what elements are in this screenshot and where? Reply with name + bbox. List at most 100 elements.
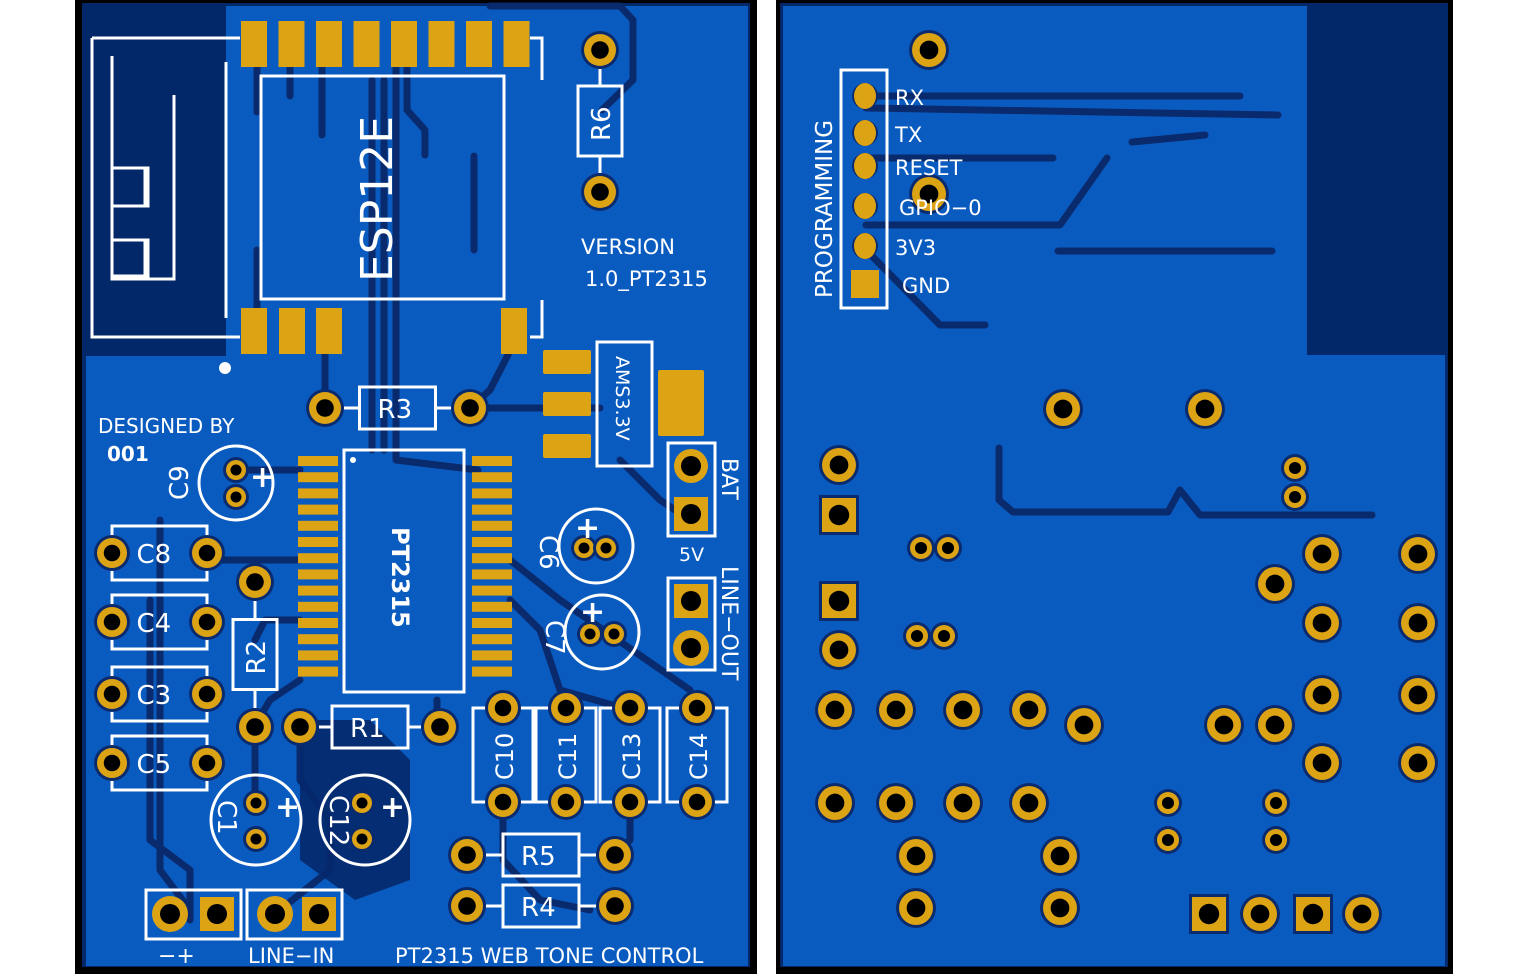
bottom-pad [815, 690, 855, 730]
bottom-pad-small [1154, 826, 1182, 854]
ic-pin [298, 456, 338, 466]
resistor-label: R1 [350, 714, 385, 744]
ic-pin1-dot [350, 457, 356, 463]
programming-label: PROGRAMMING [812, 120, 838, 298]
capacitor-label: C14 [685, 733, 713, 780]
capacitor-pad [485, 690, 521, 726]
capacitor-pad [189, 604, 225, 640]
ic-label: PT2315 [386, 527, 414, 628]
line-out-outline [666, 576, 717, 672]
bottom-pad [1204, 705, 1244, 745]
power-outline [144, 888, 243, 941]
programming-pin-rx: RX [852, 83, 924, 110]
ic-outline [342, 448, 466, 694]
bottom-pad [943, 690, 983, 730]
esp-pad [503, 21, 530, 67]
ic-pin [472, 504, 512, 515]
electrolytic-capacitor-c9: C9+ [165, 444, 275, 522]
capacitor-label: C6 [533, 535, 563, 570]
esp-pad [279, 308, 305, 354]
programming-pin-gpio0: GPIO−0 [852, 193, 982, 220]
resistor-label: R4 [521, 893, 556, 923]
esp-pad [241, 21, 267, 67]
ic-pin [298, 666, 338, 677]
bottom-pad [1240, 894, 1280, 934]
bottom-pad [1255, 705, 1295, 745]
polarity-plus: + [575, 511, 600, 546]
capacitor-pad [679, 784, 715, 820]
capacitor-label: C10 [491, 733, 519, 780]
version-label: VERSION [581, 235, 675, 259]
resistor-r5: R5 [448, 832, 634, 878]
version-number: 1.0_PT2315 [585, 267, 708, 292]
ic-pin [472, 569, 512, 580]
capacitor-c10: C10 [471, 690, 535, 820]
bottom-square-pad [1293, 894, 1333, 934]
ic-pin [472, 585, 512, 596]
resistor-label: R6 [587, 106, 617, 141]
resistor-label: R5 [521, 842, 556, 872]
programming-pin-label: RESET [895, 156, 962, 180]
ic-pin [298, 488, 338, 499]
bottom-pad-small [907, 534, 935, 562]
bottom-square-pad [819, 581, 859, 621]
bottom-pad-small [1262, 789, 1290, 817]
resistor-pad [306, 389, 344, 427]
capacitor-label: C1 [211, 800, 241, 835]
capacitor-pad [223, 484, 249, 510]
esp-pad [241, 308, 267, 354]
resistor-r2: R2 [231, 563, 279, 746]
esp-pad [501, 308, 527, 354]
bottom-pad [1302, 743, 1342, 783]
polarity-plus: + [250, 460, 275, 495]
power-connector: −+ [144, 888, 243, 969]
capacitor-label: C13 [618, 733, 646, 780]
ic-pin [472, 472, 512, 483]
capacitor-label: C3 [137, 681, 172, 711]
bottom-pad [1302, 534, 1342, 574]
bottom-pad [1040, 836, 1080, 876]
esp-pad [466, 21, 492, 67]
capacitor-pad [349, 790, 375, 816]
regulator-pad [543, 350, 591, 374]
bottom-pad [1398, 743, 1438, 783]
resistor-pad [421, 708, 459, 746]
capacitor-pad [94, 535, 130, 571]
capacitor-c5: C5 [94, 734, 225, 792]
bat-label: BAT [716, 458, 741, 500]
bottom-pad-small [934, 534, 962, 562]
ic-pin [298, 537, 338, 547]
capacitor-pad [94, 676, 130, 712]
bottom-pad-small [1281, 454, 1309, 482]
resistor-label: R2 [242, 640, 272, 675]
resistor-pad [281, 708, 319, 746]
esp12e-module: ESP12E [241, 21, 544, 354]
resistor-pad [448, 887, 486, 925]
ic-pin [298, 650, 338, 661]
esp-pad [278, 21, 305, 67]
resistor-pad [236, 563, 274, 601]
bottom-pad [1043, 389, 1083, 429]
esp-pad [428, 21, 455, 67]
ic-pin [472, 634, 512, 645]
electrolytic-capacitor-c12: C12+ [318, 773, 412, 867]
electrolytic-capacitor-c7: C7+ [539, 593, 641, 671]
capacitor-label: C12 [323, 795, 353, 846]
resistor-pad [596, 887, 634, 925]
resistor-pad [581, 31, 619, 69]
ic-pin [472, 601, 512, 612]
line-in-label: LINE−IN [248, 944, 334, 968]
electrolytic-capacitor-c6: C6 + [533, 507, 635, 585]
capacitor-c13: C13 [598, 690, 662, 820]
programming-pin-3v3: 3V3 [852, 233, 936, 260]
esp-pad [391, 21, 417, 67]
bottom-pad-small [1262, 826, 1290, 854]
capacitor-pad [94, 604, 130, 640]
ic-pin [472, 666, 512, 677]
capacitor-pad [548, 690, 584, 726]
bat-connector: BAT 5V [666, 441, 741, 566]
capacitor-c4: C4 [94, 593, 225, 651]
bottom-pad [876, 690, 916, 730]
